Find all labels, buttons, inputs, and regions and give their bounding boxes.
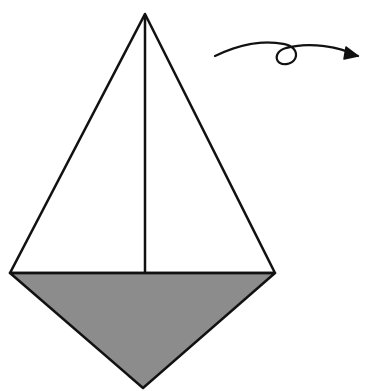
upper-kite-panel bbox=[10, 14, 275, 273]
shaded-bottom-flap bbox=[10, 273, 275, 388]
turn-over-arrow-icon bbox=[215, 43, 358, 65]
